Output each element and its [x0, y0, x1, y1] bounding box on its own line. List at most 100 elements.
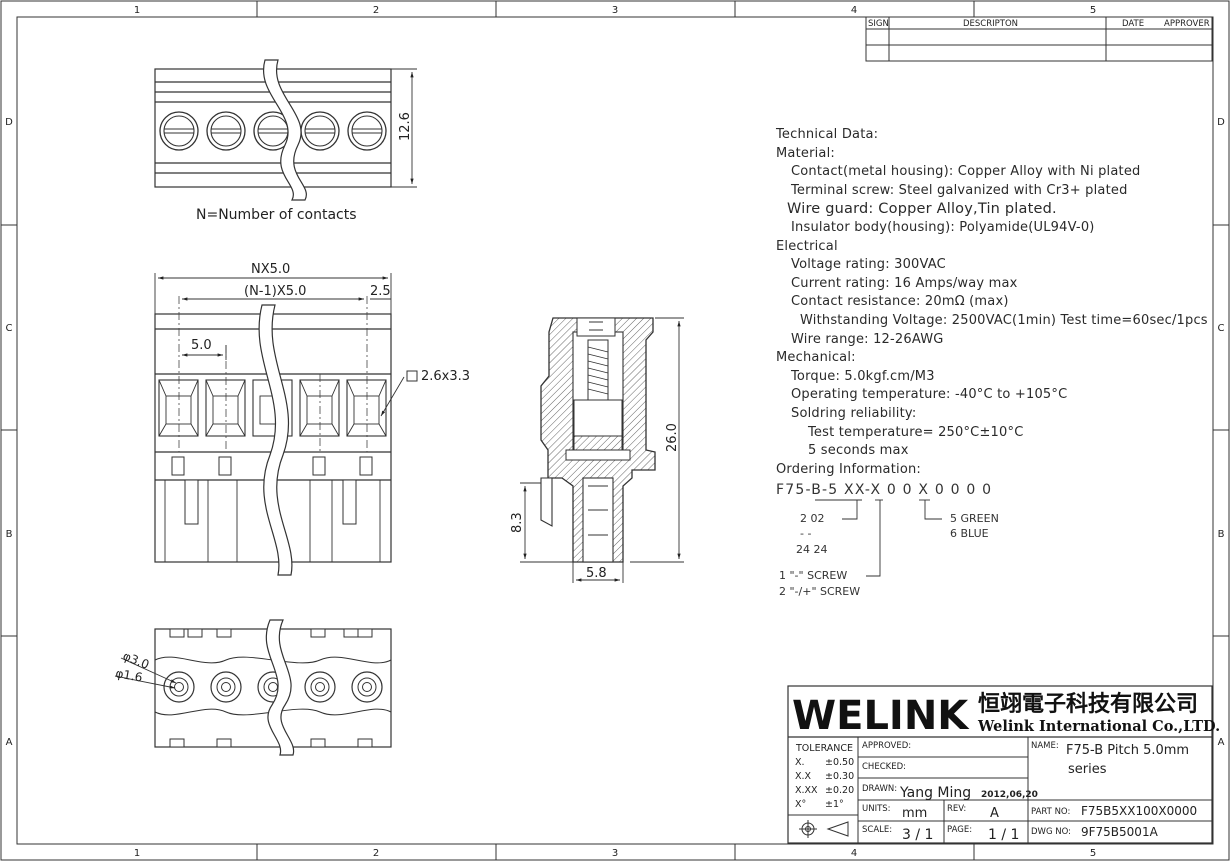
tol-key: X° [795, 799, 806, 810]
scale-label: SCALE: [862, 825, 892, 835]
row-label: A [6, 737, 13, 748]
top-height-dim: 12.6 [398, 112, 413, 141]
operating-temp-spec: Operating temperature: -40°C to +105°C [791, 387, 1068, 403]
wire-range-spec: Wire range: 12-26AWG [791, 331, 944, 347]
resistance-spec: Contact resistance: 20mΩ (max) [791, 294, 1009, 310]
contact-spec: Contact(metal housing): Copper Alloy wit… [791, 164, 1141, 180]
drawn-label: DRAWN: [862, 784, 897, 794]
tol-value: ±1° [825, 799, 844, 810]
checked-label: CHECKED: [862, 762, 906, 772]
screw-spec: Terminal screw: Steel galvanized with Cr… [791, 182, 1128, 198]
front-view: NX5.0 (N-1)X5.0 2.5 5.0 2.6x3.3 [154, 262, 470, 576]
rev-header-approver: APPROVER [1164, 19, 1210, 29]
pin-height-dim: 8.3 [510, 512, 525, 533]
row-label: D [5, 117, 13, 128]
technical-data: Technical Data: Material: Contact(metal … [776, 126, 1208, 479]
column-labels: 1 2 3 4 5 1 2 3 4 5 [134, 5, 1096, 859]
screw-option-1: 1 "-" SCREW [779, 569, 848, 582]
insulator-spec: Insulator body(housing): Polyamide(UL94V… [791, 219, 1095, 235]
tol-value: ±0.20 [825, 785, 854, 796]
tolerance-label: TOLERANCE [795, 743, 853, 754]
approved-label: APPROVED: [862, 741, 911, 751]
current-spec: Current rating: 16 Amps/way max [791, 275, 1018, 291]
drawn-date: 2012,06,20 [981, 790, 1038, 800]
page-value: 1 / 1 [988, 827, 1019, 843]
row-labels: D C B A D C B A [5, 117, 1225, 748]
drawn-by: Yang Ming [899, 785, 971, 801]
tol-value: ±0.30 [825, 771, 854, 782]
part-no-label: PART NO: [1031, 807, 1070, 817]
row-label: B [6, 529, 13, 540]
inner-dia-dim: φ1.6 [114, 666, 143, 684]
col-label: 2 [373, 5, 379, 16]
col-label: 2 [373, 848, 379, 859]
torque-spec: Torque: 5.0kgf.cm/M3 [791, 368, 935, 384]
bottom-view: φ3.0 φ1.6 [114, 619, 392, 756]
side-view: 26.0 8.3 5.8 [510, 317, 684, 583]
rev-header-sign: SIGN [868, 19, 889, 29]
page-label: PAGE: [947, 825, 972, 835]
screw-head [347, 111, 387, 151]
col-label: 1 [134, 848, 140, 859]
col-label: 3 [612, 848, 618, 859]
pitch-dim: 5.0 [191, 338, 212, 353]
revision-table: SIGN DESCRIPTON DATE APPROVER [865, 16, 1213, 62]
color-option-blue: 6 BLUE [950, 527, 989, 540]
company-logo: WELINK [792, 693, 970, 739]
part-name-line2: series [1068, 762, 1107, 777]
pins-dash: - - [800, 527, 812, 540]
row-label: A [1218, 737, 1225, 748]
pitch-span-dim: (N-1)X5.0 [244, 284, 306, 299]
pin-hole [210, 671, 242, 703]
col-label: 5 [1090, 5, 1096, 16]
row-label: B [1218, 529, 1225, 540]
col-label: 4 [851, 848, 857, 859]
tol-key: X.XX [795, 785, 818, 796]
tol-value: ±0.50 [825, 757, 854, 768]
rev-header-description: DESCRIPTON [963, 19, 1018, 29]
units-label: UNITS: [862, 804, 891, 814]
pins-from: 2 02 [800, 512, 825, 525]
soldering-spec: Soldring reliability: [791, 405, 917, 421]
col-label: 1 [134, 5, 140, 16]
tol-key: X. [795, 757, 805, 768]
ordering-heading: Ordering Information: [776, 461, 922, 477]
test-temp-spec: Test temperature= 250°C±10°C [808, 424, 1024, 440]
electrical-heading: Electrical [776, 238, 838, 254]
wire-guard-spec: Wire guard: Copper Alloy,Tin plated. [787, 201, 1057, 218]
screw-head [159, 111, 199, 151]
color-option-green: 5 GREEN [950, 512, 999, 525]
material-heading: Material: [776, 145, 835, 161]
ordering-code: F75-B-5 XX-X 0 0 X 0 0 0 0 [776, 482, 993, 498]
break-line [265, 619, 295, 756]
col-label: 4 [851, 5, 857, 16]
end-offset-dim: 2.5 [370, 284, 391, 299]
row-label: D [1217, 117, 1225, 128]
screw-head [206, 111, 246, 151]
scale-value: 3 / 1 [902, 827, 933, 843]
square-symbol [406, 370, 418, 382]
rev-header-date: DATE [1122, 19, 1144, 29]
units-value: mm [902, 806, 927, 821]
tol-key: X.X [795, 771, 812, 782]
screw-head [300, 111, 340, 151]
side-height-dim: 26.0 [665, 423, 680, 452]
rev-label: REV: [947, 804, 966, 814]
rev-value: A [990, 806, 999, 821]
col-label: 3 [612, 5, 618, 16]
dwg-no-label: DWG NO: [1031, 827, 1071, 837]
screw-option-2: 2 "-/+" SCREW [779, 585, 861, 598]
part-number: F75B5XX100X0000 [1081, 804, 1197, 818]
title-block: WELINK 恒翊電子科技有限公司 Welink International C… [787, 685, 1220, 844]
pins-to: 24 24 [796, 543, 828, 556]
break-line [262, 59, 307, 201]
side-width-dim: 5.8 [586, 566, 607, 581]
top-view: 12.6 N=Number of contacts [154, 59, 417, 223]
name-label: NAME: [1031, 741, 1059, 751]
pin-hole [351, 671, 383, 703]
break-line [258, 304, 293, 576]
drawing-number: 9F75B5001A [1081, 825, 1159, 839]
row-label: C [6, 323, 13, 334]
total-width-dim: NX5.0 [251, 262, 290, 277]
